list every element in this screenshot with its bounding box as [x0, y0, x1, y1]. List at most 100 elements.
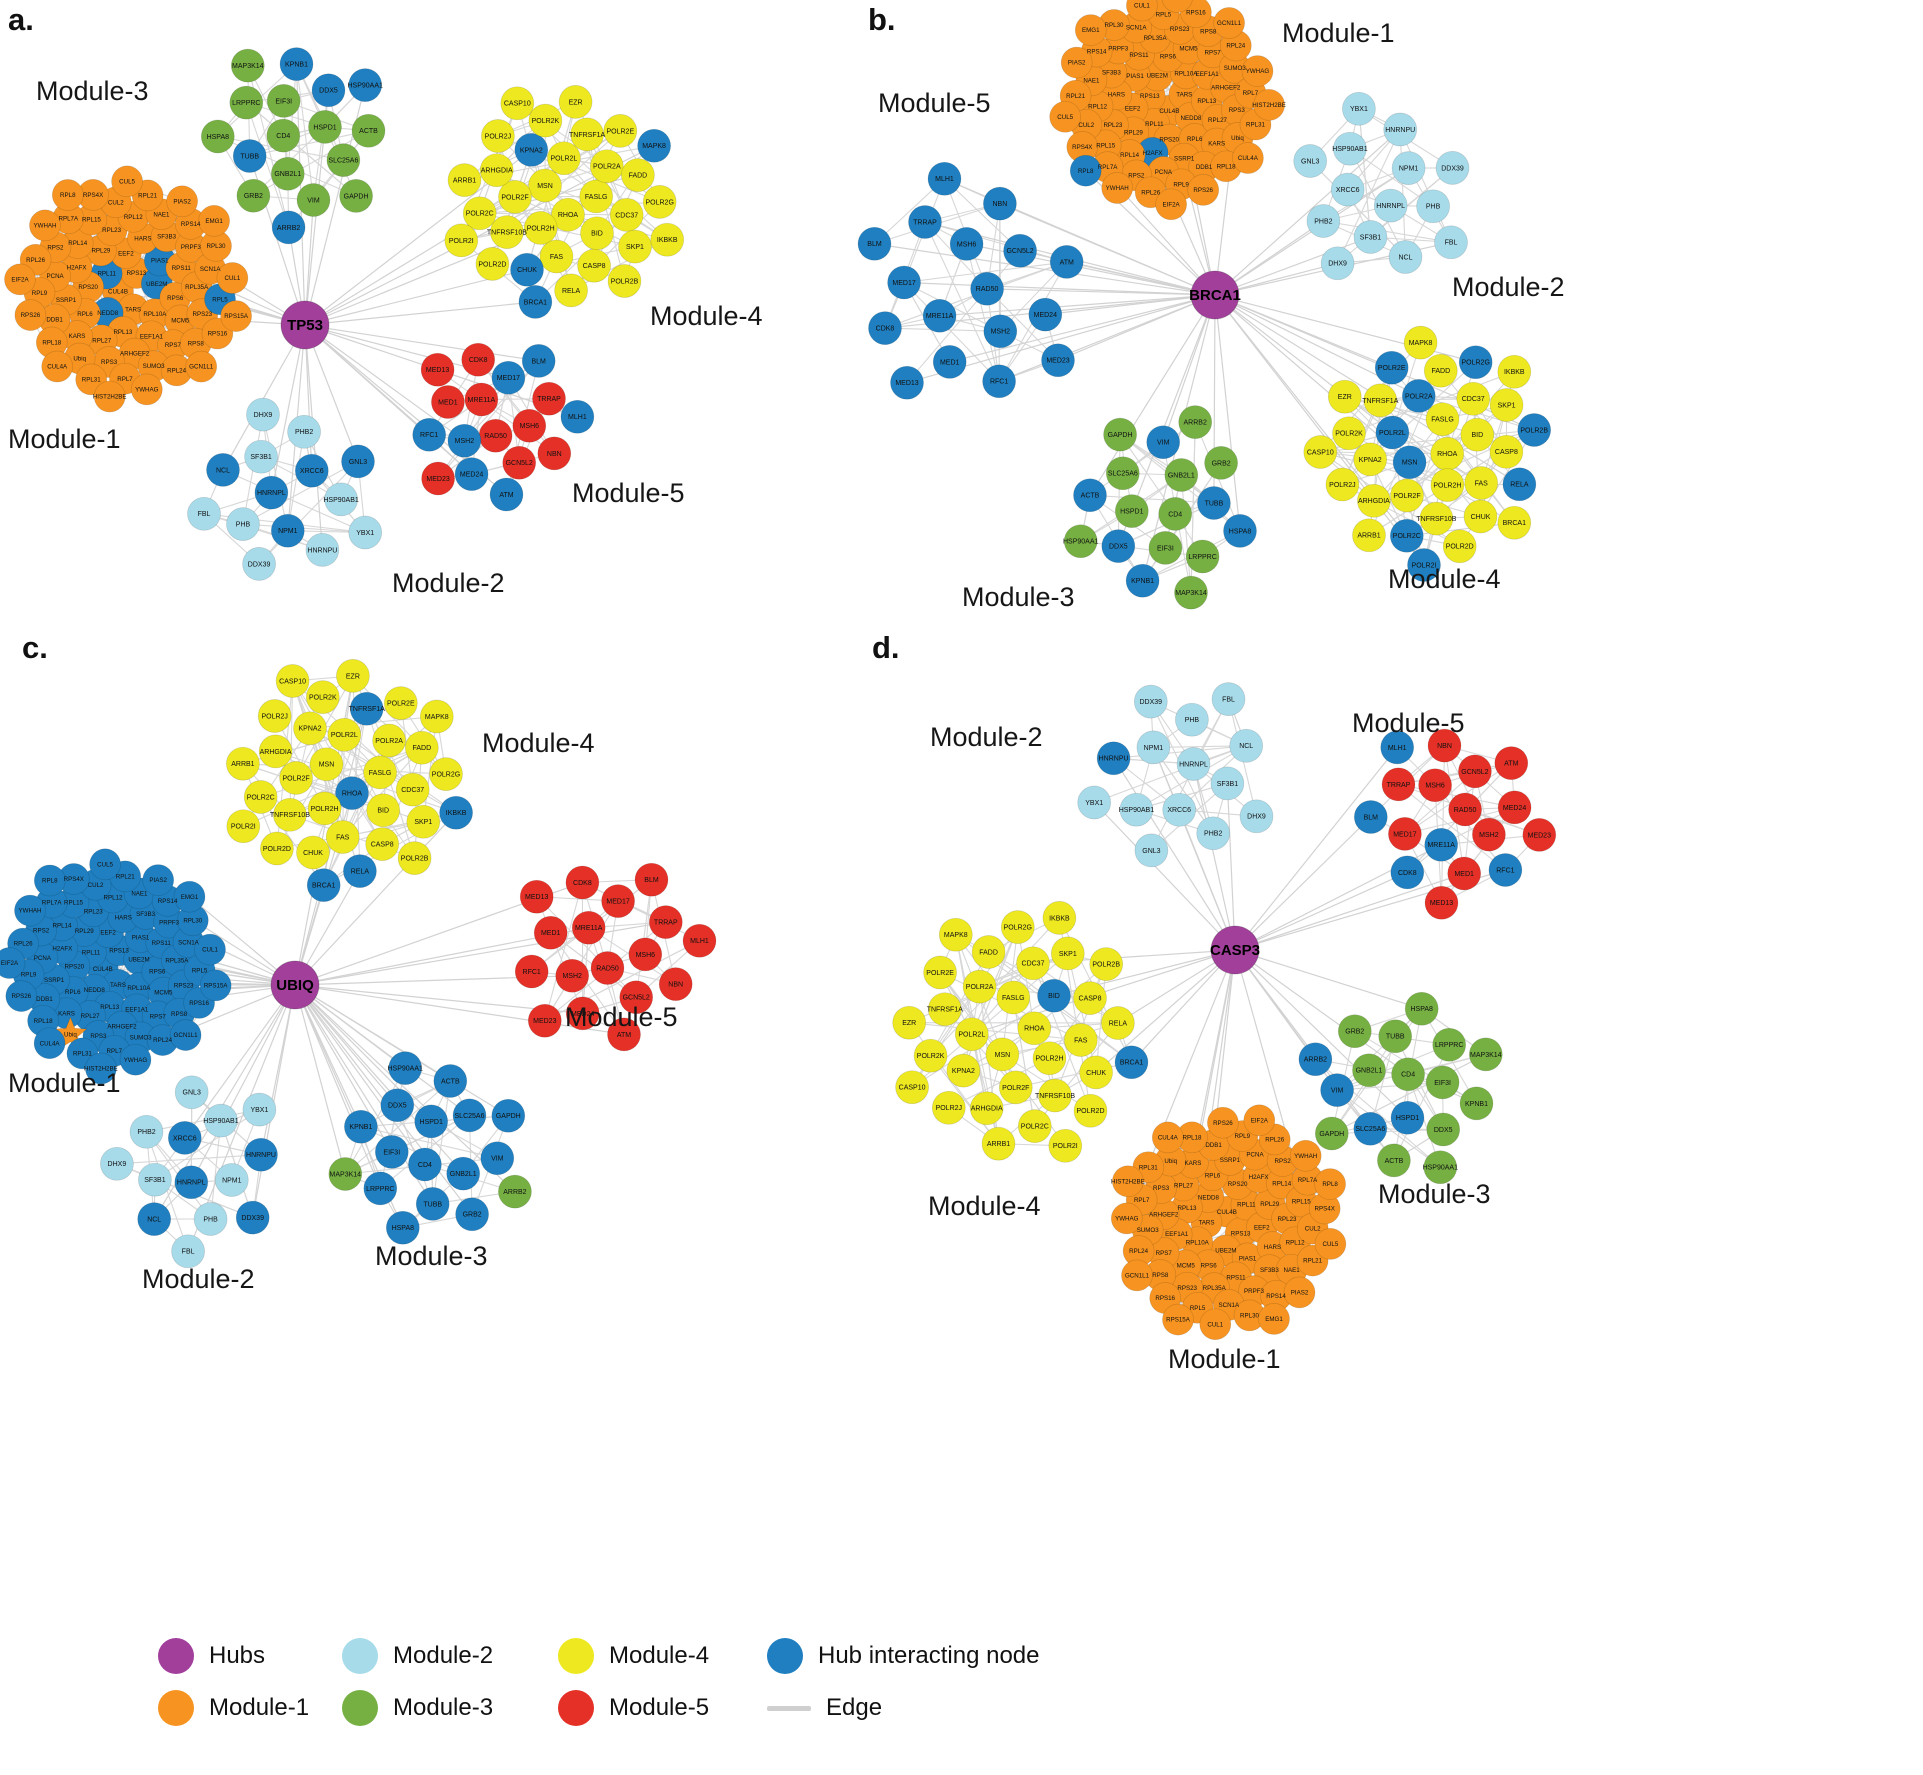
node-label: TNFRSF1A — [349, 706, 386, 713]
node-SKP1 — [1489, 388, 1524, 422]
node-label: CASP10 — [504, 101, 531, 108]
node-TNFRSF1A — [349, 691, 384, 726]
node-label: RELA — [1510, 482, 1529, 489]
node-label: RPS23 — [192, 311, 212, 318]
node-label: RPL30 — [207, 243, 226, 250]
node-label: SF3B3 — [136, 911, 155, 918]
node-GRB2 — [236, 178, 271, 213]
module-label: Module-2 — [392, 568, 505, 598]
node-label: CDK8 — [469, 357, 488, 364]
hub-edge — [1214, 294, 1241, 531]
edge — [360, 1126, 464, 1175]
node-label: TUBB — [1386, 1034, 1405, 1041]
node-RPS15A — [199, 969, 232, 1002]
node-label: RPL31 — [82, 377, 101, 384]
edge-swatch-icon — [767, 1705, 811, 1711]
node-label: VIM — [1331, 1087, 1344, 1094]
hub-edge — [190, 984, 296, 1183]
node-label: MED13 — [426, 367, 449, 374]
node-label: MED17 — [1393, 831, 1416, 838]
node-label: MRE11A — [1427, 842, 1455, 849]
edge — [1117, 434, 1121, 547]
node-label: RPL9 — [21, 972, 37, 979]
hub-edge — [949, 294, 1216, 363]
node-label: RPS26 — [21, 312, 41, 319]
node-label: NEDD8 — [84, 987, 106, 994]
node-label: ARRB1 — [231, 761, 254, 768]
node-MAPK8 — [1403, 325, 1438, 360]
node-TRRAP — [908, 205, 942, 239]
node-label: MCM5 — [1179, 46, 1198, 53]
node-label: CUL4A — [40, 1040, 61, 1047]
node-label: CHUK — [1471, 514, 1491, 521]
node-BLM — [1353, 800, 1388, 834]
node-label: RPS7 — [1156, 1250, 1173, 1257]
node-label: RPS13 — [127, 270, 147, 277]
node-FASLG — [1425, 402, 1460, 437]
node-label: POLR2A — [593, 164, 621, 171]
node-label: EMG1 — [205, 218, 223, 225]
node-BLM — [857, 226, 892, 261]
node-SLC25A6 — [1353, 1111, 1388, 1146]
node-label: NEDD8 — [1181, 115, 1203, 122]
hub-edge — [184, 984, 296, 1139]
node-label: RPL29 — [75, 928, 94, 935]
edge — [1406, 522, 1515, 537]
edge — [422, 716, 438, 822]
node-RELA — [1502, 467, 1537, 502]
node-label: RPL30 — [1105, 22, 1124, 29]
node-label: EMG1 — [181, 894, 199, 901]
node-label: RFC1 — [1496, 867, 1514, 874]
node-label: RPL5 — [1156, 11, 1172, 18]
edge — [312, 90, 330, 201]
node-label: RPS14 — [181, 221, 201, 228]
node-GAPDH — [1103, 417, 1137, 452]
node-label: YWHAG — [135, 387, 159, 394]
node-label: SF3B3 — [1260, 1267, 1279, 1274]
edge — [432, 1080, 451, 1204]
node-EZR — [892, 1005, 927, 1040]
node-MED24 — [1497, 790, 1532, 825]
node-label: MCM5 — [1177, 1262, 1196, 1269]
node-XRCC6 — [167, 1121, 202, 1155]
node-BRCA1 — [1497, 505, 1532, 540]
node-label: RPL8 — [60, 192, 76, 199]
node-POLR2G — [429, 757, 463, 791]
node-label: RPL24 — [1226, 43, 1245, 50]
node-PHB2 — [129, 1114, 164, 1149]
node-label: MRE11A — [926, 313, 954, 320]
node-label: RPS13 — [109, 947, 129, 954]
node-label: DDX5 — [388, 1103, 407, 1110]
legend-label: Module-3 — [393, 1694, 494, 1721]
node-label: FBL — [1222, 696, 1235, 703]
node-label: MAPK8 — [425, 714, 449, 721]
node-label: RPL27 — [1174, 1183, 1193, 1190]
node-MED23 — [421, 461, 455, 496]
node-label: RELA — [562, 288, 581, 295]
node-YWHAH — [1101, 172, 1134, 204]
node-DDX5 — [1426, 1112, 1461, 1147]
node-label: PHB — [236, 521, 251, 528]
node-BRCA1 — [306, 868, 341, 902]
node-CASP10 — [895, 1070, 929, 1105]
node-label: EIF3I — [275, 98, 292, 105]
node-label: HNRNPU — [246, 1152, 276, 1159]
edge — [505, 398, 550, 495]
node-CDK8 — [868, 311, 902, 345]
node-label: RPL6 — [1187, 136, 1203, 143]
node-label: ARRB2 — [277, 225, 300, 232]
hub-edge — [294, 984, 398, 1106]
node-label: RPL15 — [1096, 142, 1115, 149]
hub-edge — [294, 984, 362, 1127]
node-label: RPL6 — [77, 311, 93, 318]
node-label: PCNA — [46, 273, 64, 280]
node-label: RPL27 — [92, 337, 111, 344]
node-VIM — [296, 183, 331, 217]
node-POLR2H — [523, 211, 558, 245]
node-label: GNL3 — [349, 459, 367, 466]
node-HSP90AA1 — [348, 68, 383, 102]
node-MED13 — [519, 879, 554, 914]
node-label: HNRNPU — [307, 547, 337, 554]
node-RPS15A — [1162, 1303, 1194, 1336]
